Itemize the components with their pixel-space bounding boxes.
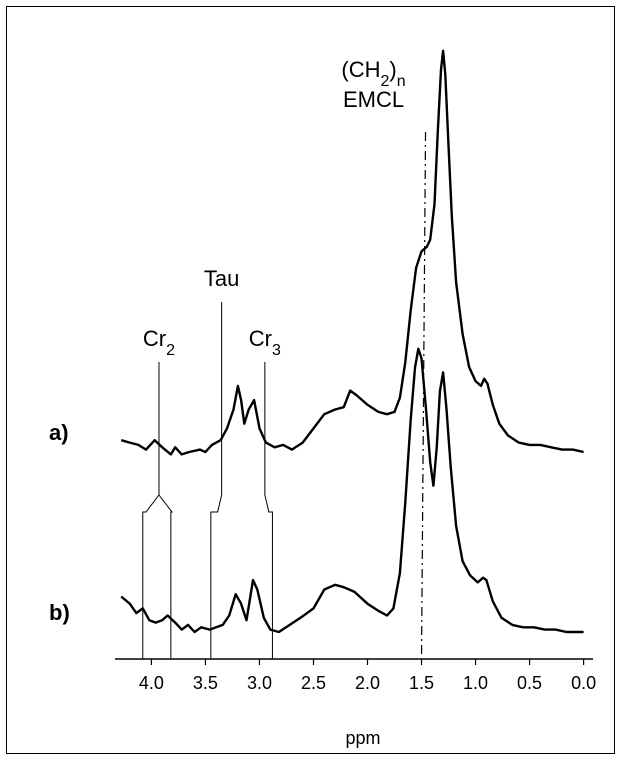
spectra-layer: a) b) [49, 49, 584, 634]
emcl-reference-line [420, 131, 427, 658]
x-tick-label: 3.5 [193, 673, 218, 693]
assignment-lines [142, 131, 427, 659]
series-label-1: a) [49, 420, 69, 445]
assignment-connector [264, 494, 273, 659]
x-axis: 4.0 3.5 3.0 2.5 2.0 1.5 1.0 0.5 0.0 [115, 658, 596, 693]
peak-label-ch2: (CH2)n [341, 57, 405, 90]
x-tick-label: 0.0 [571, 673, 596, 693]
assignment-connector [142, 494, 173, 659]
peak-label-emcl: EMCL [343, 87, 404, 112]
x-tick-label: 1.0 [463, 673, 488, 693]
x-tick-label: 4.0 [139, 673, 164, 693]
series-label-2: b) [49, 600, 70, 625]
x-axis-label: ppm [345, 728, 380, 748]
peak-label-1: Cr2 [143, 326, 175, 359]
peak-label-3: Cr3 [249, 326, 281, 359]
x-tick-label: 3.0 [247, 673, 272, 693]
x-tick-label: 2.0 [355, 673, 380, 693]
x-tick-label: 2.5 [301, 673, 326, 693]
spectrum-line-2 [120, 347, 584, 634]
x-tick-label: 0.5 [517, 673, 542, 693]
x-tick-label: 1.5 [409, 673, 434, 693]
assignment-connector [210, 494, 223, 659]
peak-label-2: Tau [204, 266, 239, 291]
spectrum-line-1 [120, 49, 584, 456]
